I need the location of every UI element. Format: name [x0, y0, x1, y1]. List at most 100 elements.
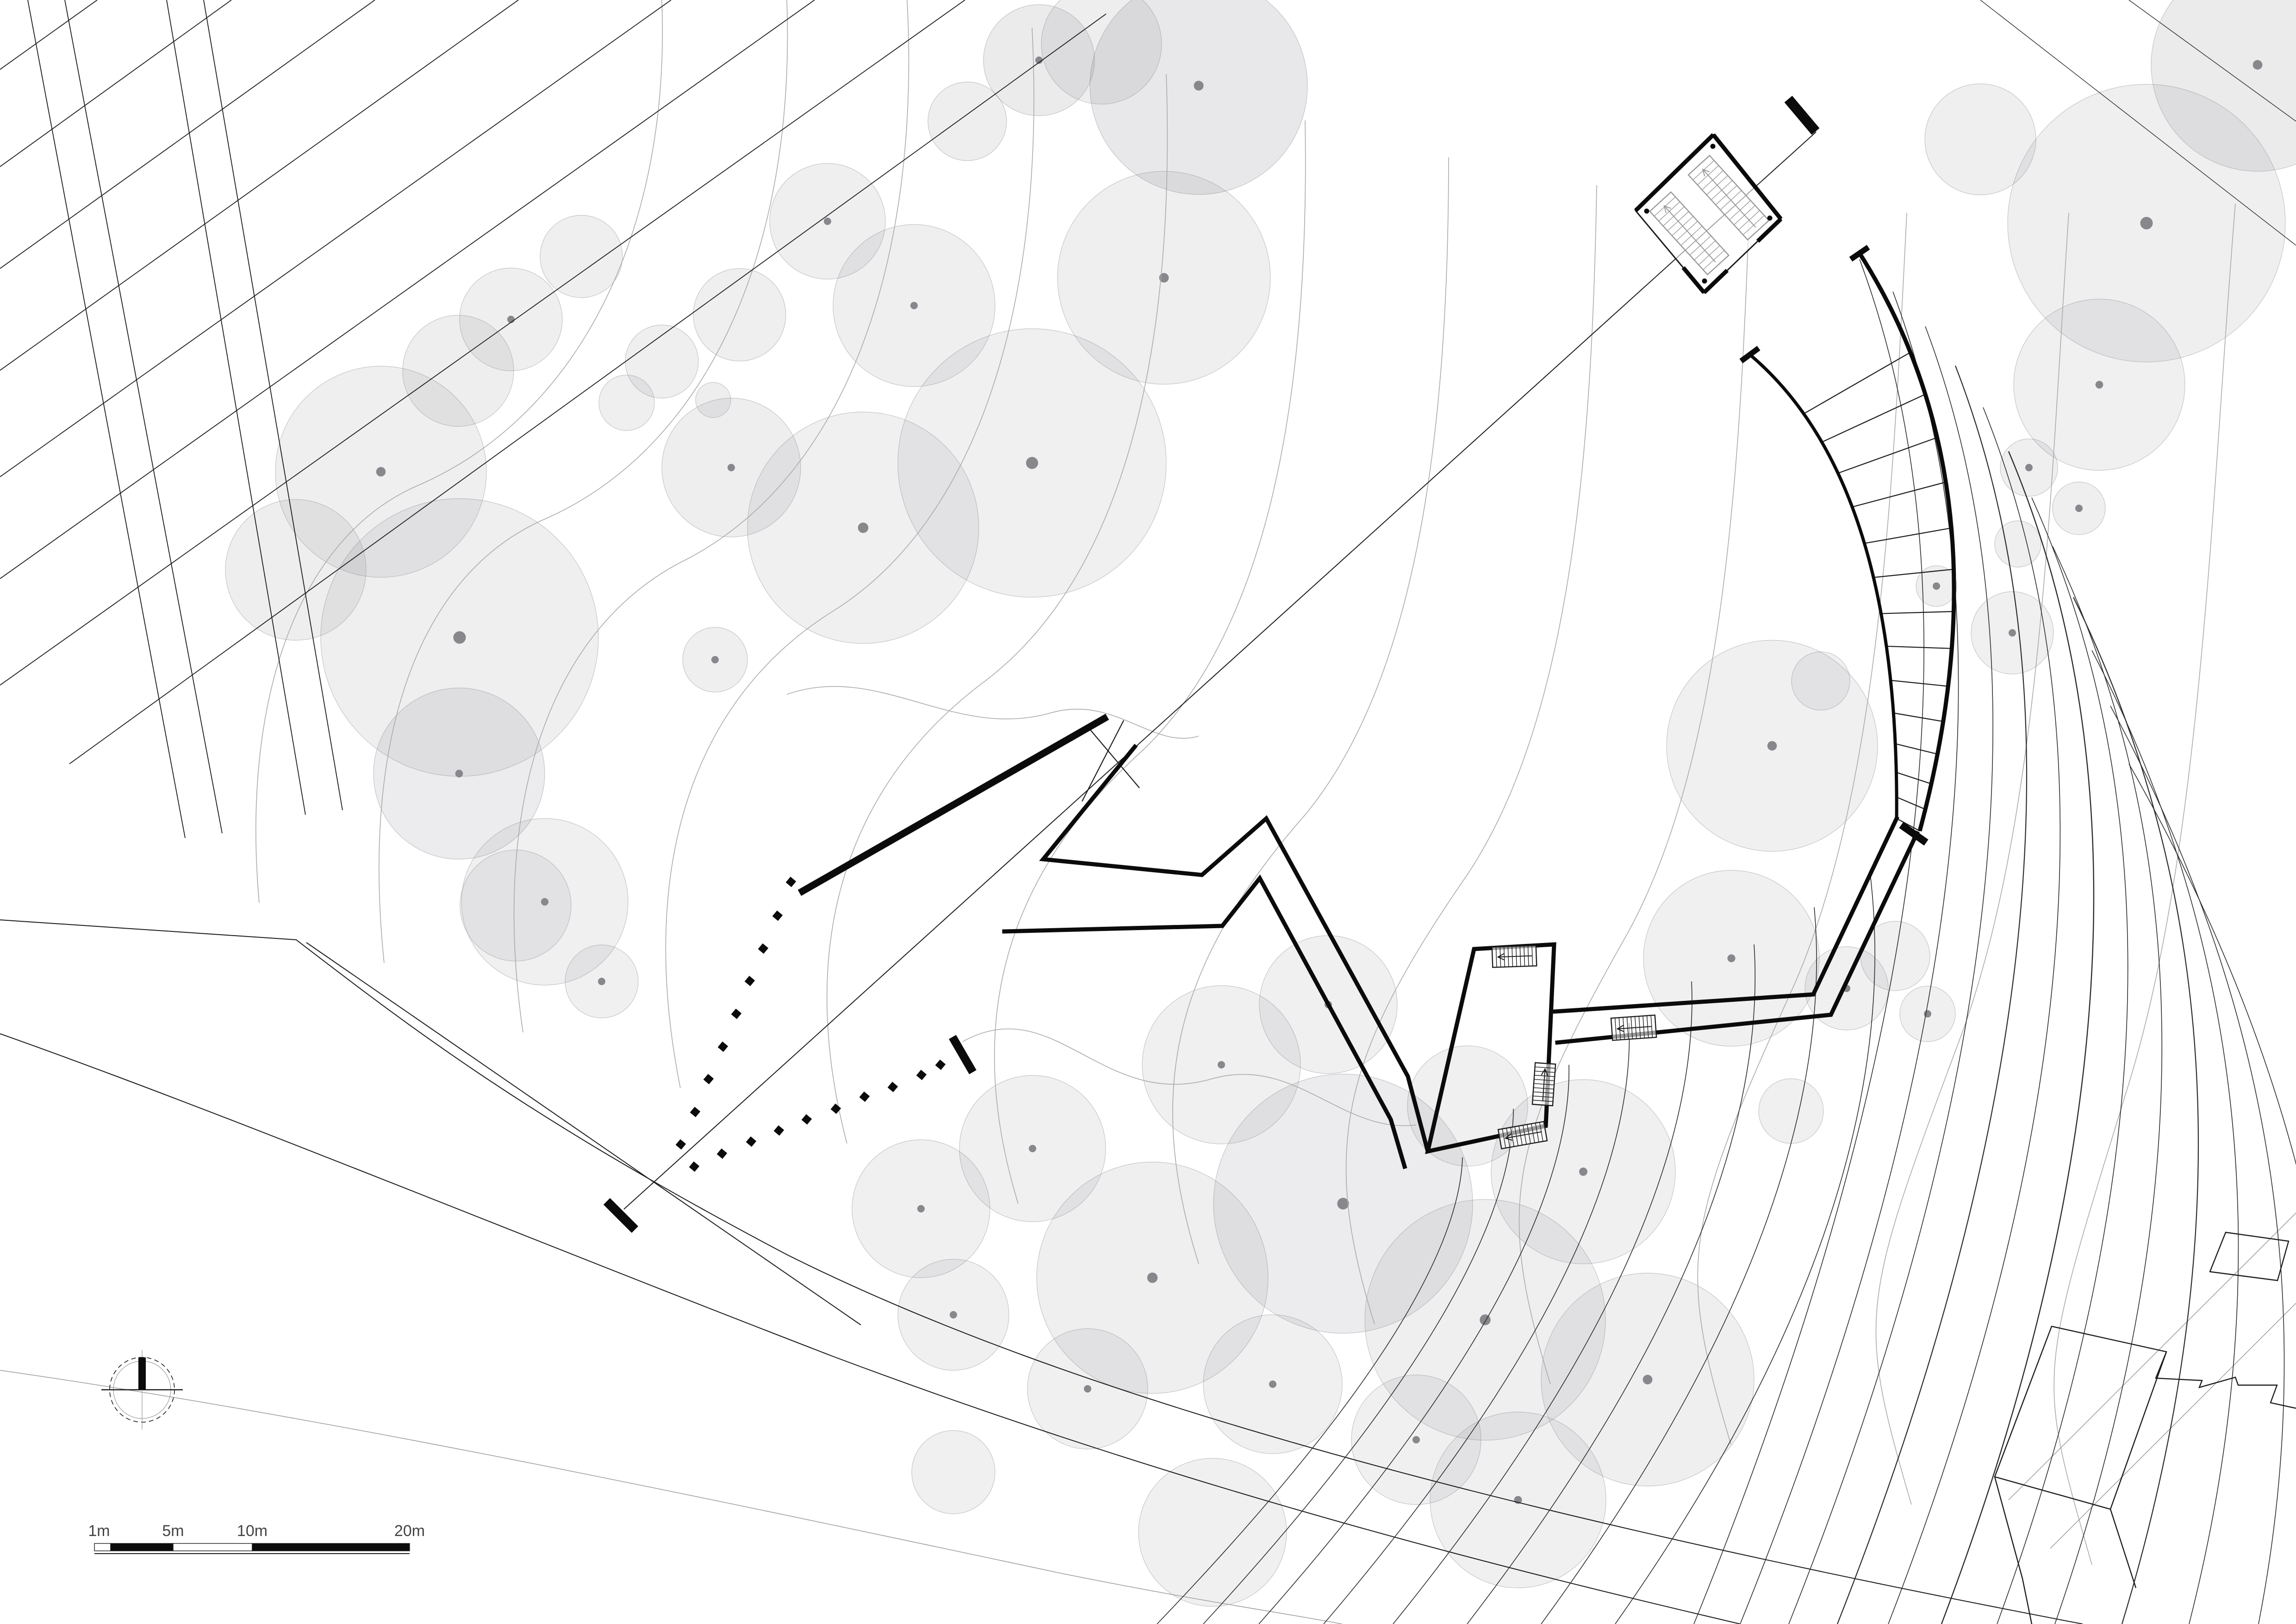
street-line — [0, 0, 232, 167]
platform-thick-edge — [1634, 133, 1715, 212]
tree-trunk-dot — [1269, 1380, 1276, 1388]
scale-bar-segment — [110, 1543, 174, 1551]
scale-bar-segment — [252, 1543, 410, 1551]
cap-northeast-bar — [1784, 95, 1820, 135]
stepping-stone-dot — [689, 1161, 700, 1172]
context-buildings — [1994, 1231, 2296, 1624]
tree-trunk-dot — [2009, 629, 2016, 637]
contour-line — [994, 120, 1306, 1204]
park-boundary-road — [0, 919, 2083, 1624]
stepping-stone-dot — [830, 1103, 841, 1114]
stepping-stone-dot — [690, 1106, 701, 1118]
stair-tread — [1495, 947, 1497, 968]
stepping-stone-dot — [773, 1125, 784, 1136]
tree-trunk-dot — [1159, 273, 1169, 283]
slope-line — [1740, 291, 1959, 1624]
ramp-step-line — [1893, 712, 1943, 722]
stair-tread — [1614, 1018, 1617, 1040]
platform-corner-cap — [1756, 217, 1783, 243]
stepping-stone-dot — [758, 943, 769, 954]
stair-direction-line — [1542, 1070, 1546, 1101]
contour-line — [513, 0, 909, 1033]
slope-line — [1203, 1108, 1514, 1624]
ramp-step-line — [1896, 818, 1920, 831]
street-line — [166, 0, 306, 815]
tree-canopy — [1089, 0, 1308, 195]
slope-line — [1836, 365, 2028, 1624]
tree-trunk-dot — [376, 467, 386, 477]
slope-hatch-layer — [1157, 0, 2296, 1624]
tree-trunk-dot — [2095, 381, 2103, 389]
slope-line — [1393, 981, 1692, 1624]
stair-tread — [1535, 1066, 1556, 1069]
tree-trunk-dot — [453, 631, 466, 644]
footpath-layer — [306, 131, 1817, 1325]
stepping-stone-dot — [859, 1091, 870, 1102]
stepping-stone-dot — [785, 876, 796, 887]
ramp-step-line — [1852, 481, 1946, 508]
slope-line — [2073, 597, 2199, 1624]
contour-line — [2053, 203, 2236, 1565]
tree-canopy — [402, 315, 514, 427]
tree-canopy — [1138, 1458, 1287, 1607]
contour-line — [1345, 185, 1597, 1324]
contour-line — [1172, 157, 1449, 1264]
building-outline — [1994, 1325, 2167, 1510]
gate-line — [1088, 727, 1140, 788]
stepping-stone-dot — [744, 975, 755, 987]
tree-trunk-dot — [2025, 464, 2033, 471]
slope-line — [2052, 546, 2163, 1624]
stepping-stone-dot — [675, 1139, 686, 1150]
ramp-step-line — [1895, 743, 1938, 755]
stair-direction-arrow — [1504, 1133, 1512, 1141]
tree-canopy — [695, 382, 731, 418]
slope-line — [2128, 0, 2296, 122]
ramp-wall-inner — [1748, 353, 1898, 819]
street-line — [27, 0, 186, 838]
stepping-stone-dot — [935, 1059, 946, 1070]
stair-direction-arrow — [1616, 1024, 1624, 1032]
tree-trunk-dot — [728, 464, 735, 471]
tree-trunk-dot — [858, 522, 869, 533]
stair-direction-arrow — [1541, 1068, 1549, 1076]
slope-line — [2128, 763, 2296, 1166]
tree-trunk-dot — [598, 978, 605, 985]
building-edge — [2109, 1509, 2137, 1588]
zig-wall-north — [1039, 743, 1431, 1154]
road-edge-line — [2050, 1303, 2296, 1549]
stair-loop-right — [1531, 1062, 1556, 1106]
street-line — [69, 13, 1107, 764]
scale-label-20m: 20m — [394, 1522, 425, 1540]
street-line — [0, 0, 375, 269]
contour-lines-layer — [255, 0, 2236, 1565]
tree-canopy — [540, 215, 623, 298]
tree-trunk-dot — [1579, 1168, 1587, 1176]
tree-trunk-dot — [910, 302, 918, 309]
slope-line — [2110, 706, 2285, 1624]
stair-direction-line — [1618, 1026, 1652, 1030]
footpath-line — [623, 131, 1817, 1210]
platform-outline — [1634, 133, 1782, 294]
slope-line — [1615, 870, 1875, 1624]
street-line — [0, 0, 98, 70]
tree-canopy — [1994, 520, 2041, 568]
contour-line — [665, 27, 1034, 1088]
cap-ramp-junction — [1899, 822, 1929, 846]
tree-canopy — [693, 268, 786, 362]
stepping-stone-dot — [717, 1041, 728, 1052]
street-line — [0, 0, 965, 686]
tree-trunk-dot — [1767, 741, 1777, 751]
slope-line — [1323, 1023, 1630, 1624]
tree-canopy — [225, 499, 367, 641]
tree-trunk-dot — [1337, 1198, 1349, 1210]
cap-ramp-inner-top — [1739, 346, 1761, 363]
tree-trunk-dot — [541, 898, 549, 906]
stepping-stone-dot — [772, 910, 783, 921]
tree-canopy — [927, 81, 1007, 161]
stepping-stone-dot — [731, 1008, 742, 1019]
contour-line — [786, 686, 1199, 739]
platform-corner-cap — [1702, 269, 1729, 294]
slope-line — [1788, 326, 1993, 1624]
